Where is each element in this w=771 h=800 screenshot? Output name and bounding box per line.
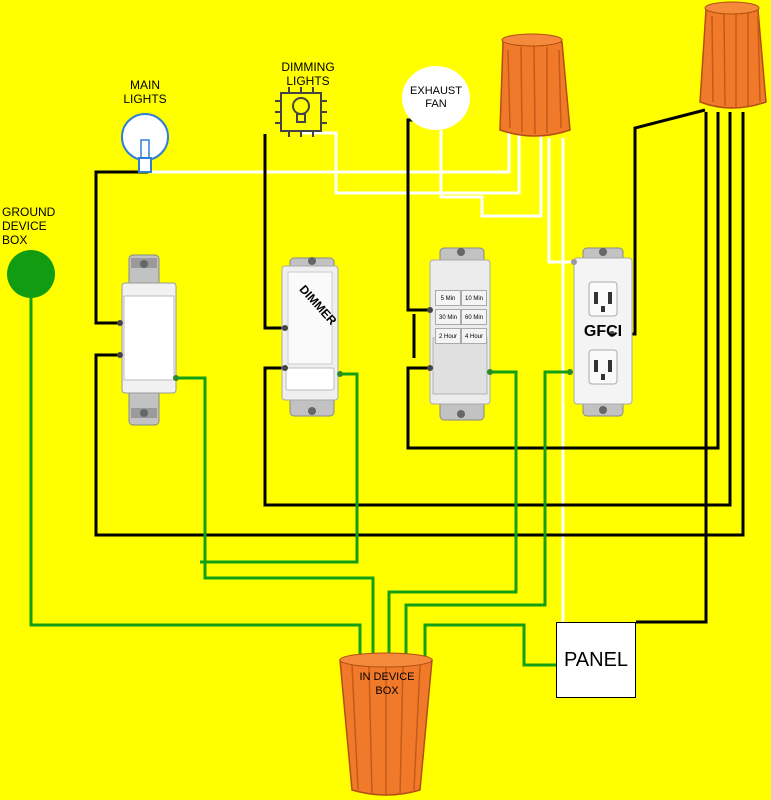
in-device-box-label-1: IN DEVICE	[359, 671, 415, 683]
ground-device-box-label: GROUND DEVICE BOX	[2, 205, 55, 247]
ground-device-box-terminal	[7, 250, 55, 298]
panel-label: PANEL	[563, 648, 629, 671]
neutral-wire-main-lights	[150, 132, 511, 174]
hot-wire-timer-load	[406, 112, 720, 450]
timer-button-30-min: 30 Min	[435, 309, 461, 325]
timer-button-4-hour: 4 Hour	[461, 328, 487, 344]
ground-device-box-label-1: GROUND	[2, 205, 56, 219]
ground-wire-panel	[423, 623, 556, 667]
ground-device-box-label-3: BOX	[2, 233, 28, 247]
neutral-wires	[150, 130, 574, 628]
hot-wire-exhaust-fan	[406, 118, 430, 312]
timer-button-grid: 5 Min 10 Min 30 Min 60 Min 2 Hour 4 Hour	[435, 290, 487, 344]
neutral-wire-dimming-lights	[302, 131, 521, 195]
dimming-light-icon	[275, 87, 327, 137]
ground-wires	[29, 298, 570, 667]
in-device-box-label: IN DEVICE BOX	[354, 670, 420, 698]
hot-wires	[94, 108, 745, 624]
main-lights-label-2: LIGHTS	[123, 92, 167, 106]
dimmer-switch	[281, 257, 343, 417]
gfci-label: GFCI	[583, 323, 623, 340]
timer-button-60-min: 60 Min	[461, 309, 487, 325]
timer-button-2-hour: 2 Hour	[435, 328, 461, 344]
neutral-wire-exhaust-fan	[439, 130, 543, 218]
wire-nut-top-middle	[499, 33, 571, 137]
hot-wire-main-lights	[94, 170, 148, 325]
ground-wire-timer	[387, 370, 518, 665]
hot-wire-dimmer-load	[263, 112, 732, 507]
wire-nut-top-right	[699, 1, 767, 109]
ground-wire-switch	[176, 376, 375, 665]
wire-nut-bottom	[339, 652, 433, 796]
timer-button-10-min: 10 Min	[461, 290, 487, 306]
exhaust-fan-label-2: FAN	[425, 98, 447, 110]
gfci-outlet	[567, 247, 633, 417]
timer-button-5-min: 5 Min	[435, 290, 461, 306]
ground-device-box-label-2: DEVICE	[2, 219, 47, 233]
dimming-lights-label-1: DIMMING	[281, 60, 335, 74]
dimming-lights-label-2: LIGHTS	[286, 74, 330, 88]
in-device-box-label-2: BOX	[375, 685, 399, 697]
panel: PANEL	[556, 622, 636, 698]
exhaust-fan: EXHAUST FAN	[402, 66, 470, 130]
hot-wire-switch-load	[94, 112, 745, 537]
exhaust-fan-label-1: EXHAUST	[410, 85, 462, 97]
dimming-lights-label: DIMMING LIGHTS	[272, 60, 344, 88]
ground-wire-dimmer	[200, 372, 359, 564]
hot-wire-dimming-lights	[263, 134, 285, 330]
main-lights-label: MAIN LIGHTS	[116, 78, 174, 106]
main-lights-label-1: MAIN	[130, 78, 160, 92]
light-bulb-icon	[121, 113, 169, 173]
light-switch	[117, 254, 179, 426]
ground-wire-gfci	[404, 370, 570, 665]
hot-wire-panel	[636, 112, 708, 624]
ground-wire-device-box	[29, 298, 362, 665]
neutral-wire-gfci	[547, 138, 574, 264]
